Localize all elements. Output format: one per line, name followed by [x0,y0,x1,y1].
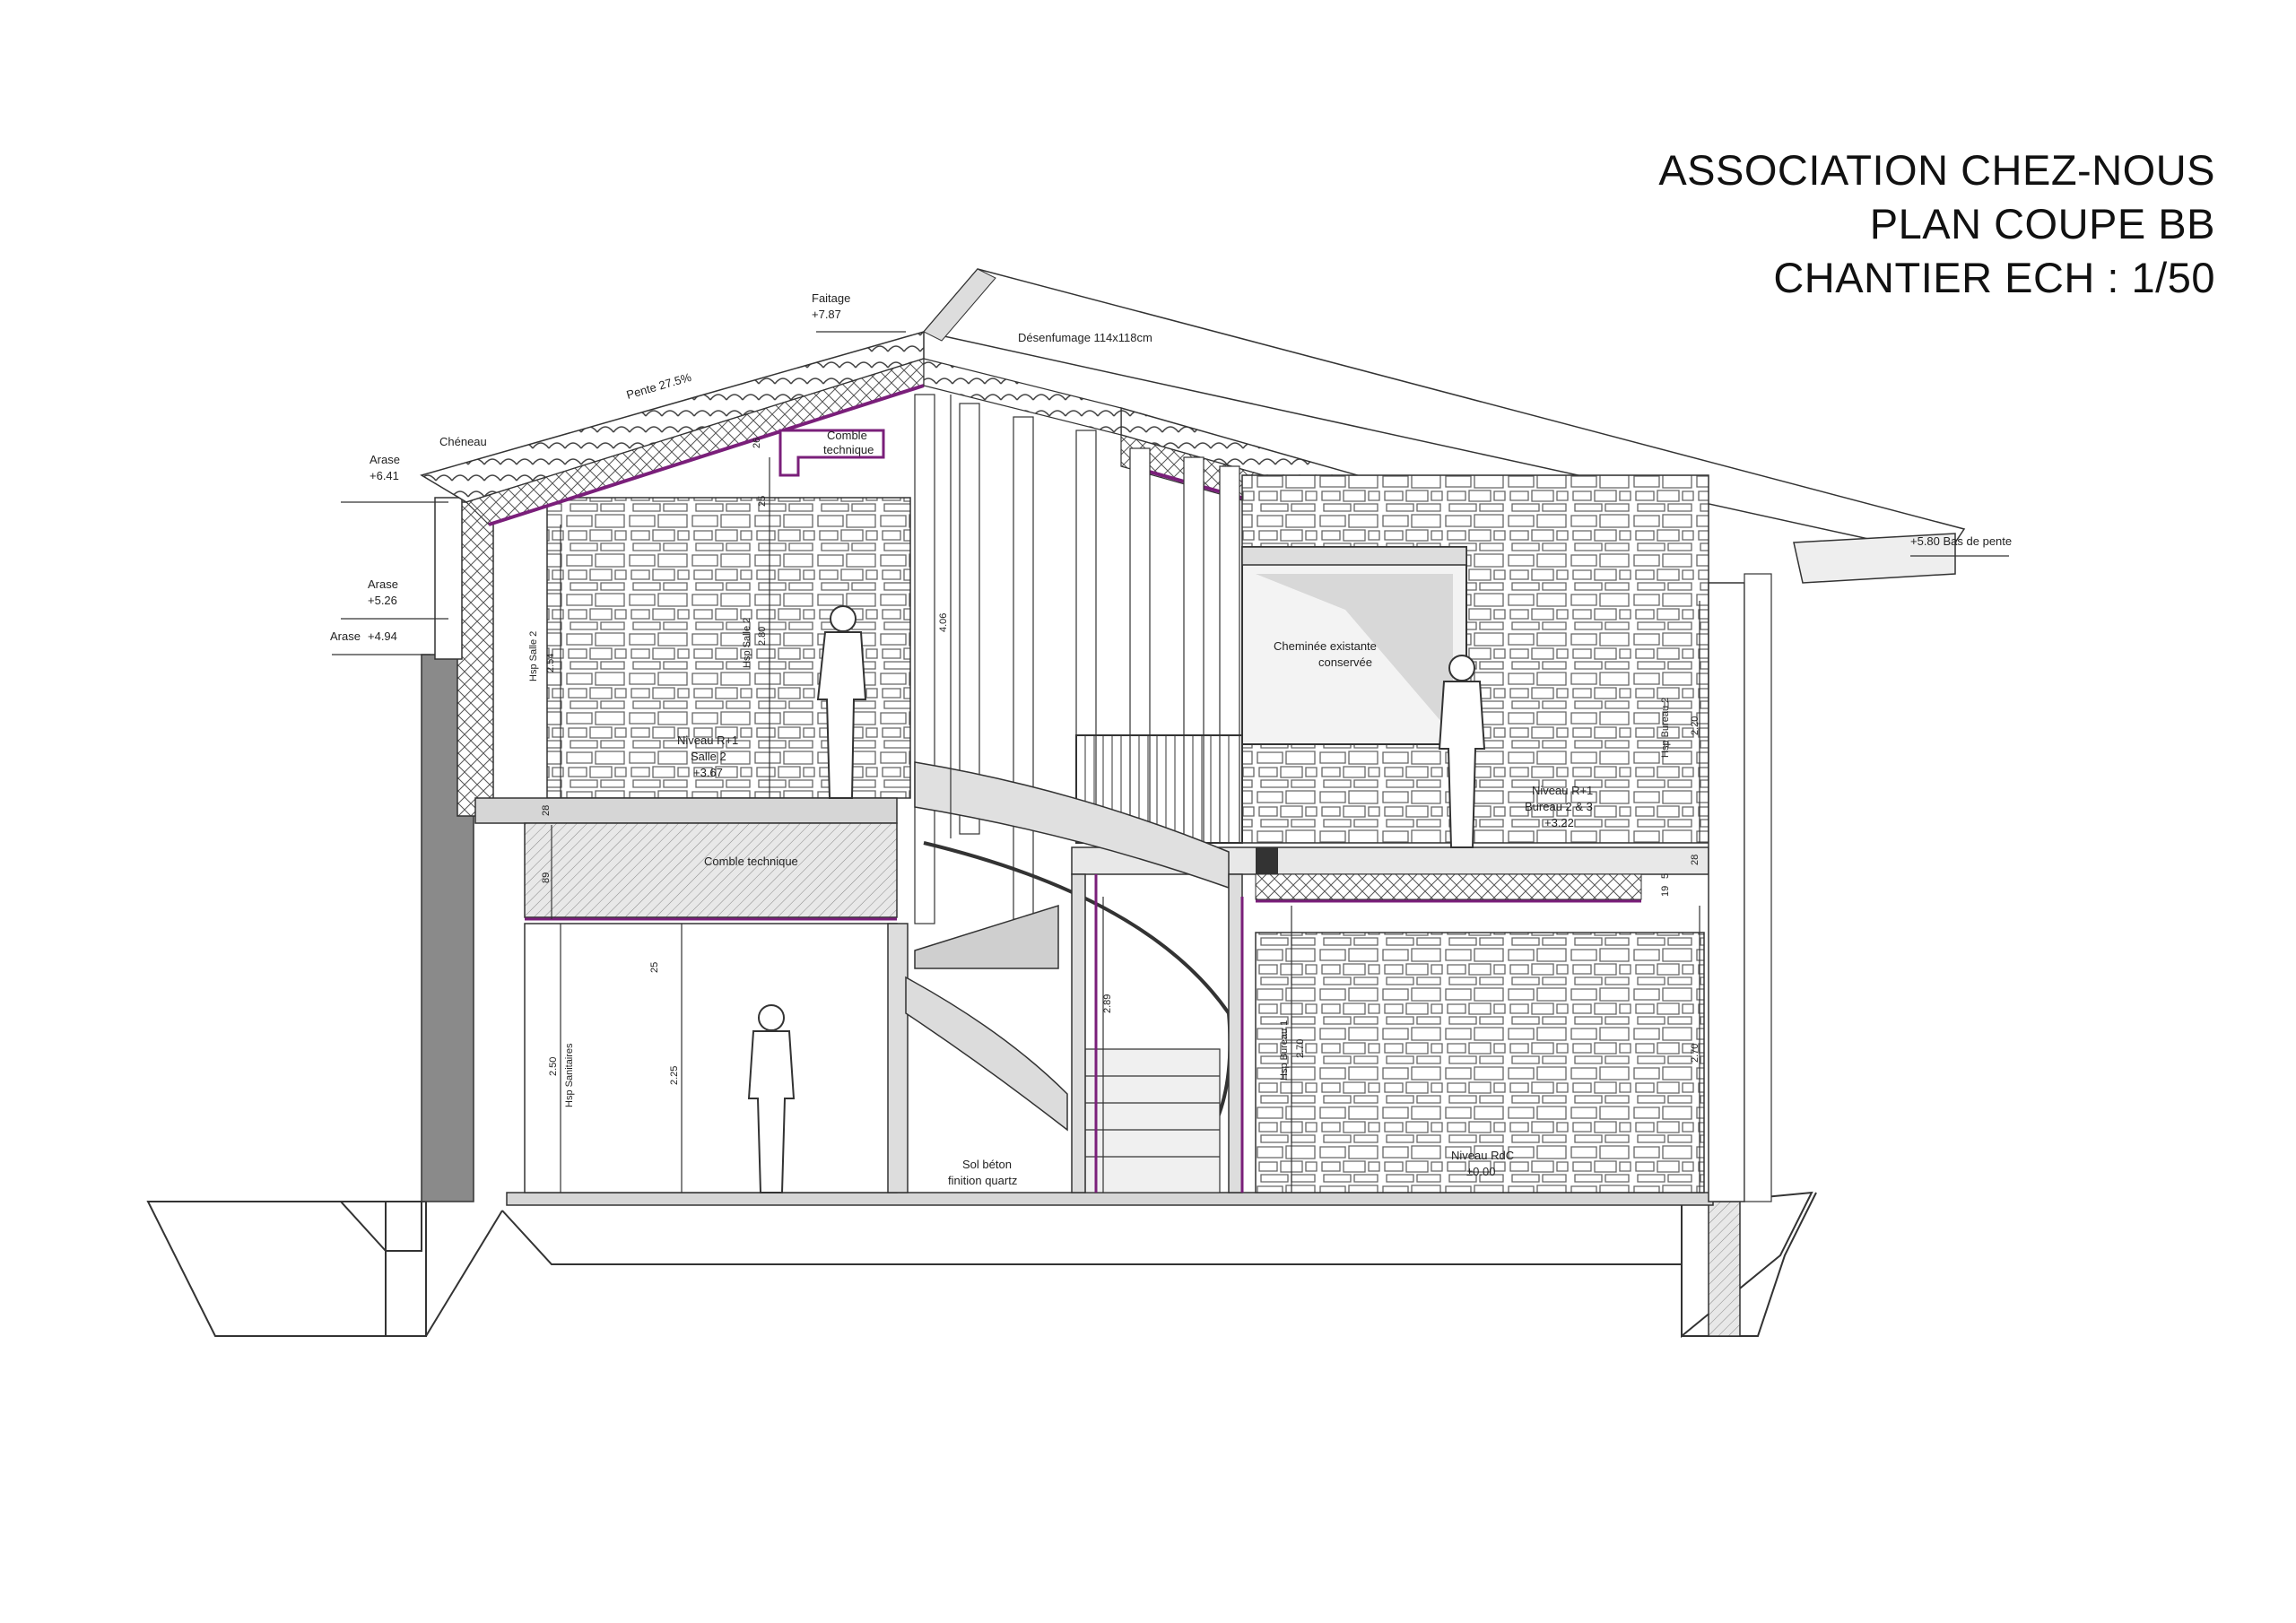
arase3-label: Arase [330,629,361,643]
salle2-floor [474,797,898,824]
comble-mid-label: Comble technique [704,855,798,868]
hsp-sanitaires-val: 2.50 [548,1057,559,1076]
dim-19: 19 [1660,886,1671,897]
title-block: ASSOCIATION CHEZ-NOUS PLAN COUPE BB CHAN… [1658,143,2215,305]
cheminee-hood [1241,546,1467,566]
arase2-value: +5.26 [368,594,397,607]
stair-enclosure-right [1228,873,1243,1193]
pente-label: Pente 27.5% [625,370,693,402]
niveau-bureau-line3: +3.22 [1544,816,1574,829]
title-scale: CHANTIER ECH : 1/50 [1773,254,2215,301]
sol-beton-line1: Sol béton [962,1158,1012,1171]
dim-5: 5 [1660,873,1671,879]
hsp-salle2-a-val: 2.54 [545,654,556,673]
right-cladding [1744,573,1772,1202]
hsp-bureau1: Hsp Bureau 1 [1279,1020,1290,1081]
arase2-label: Arase [368,577,398,591]
dimension-lines [551,395,1700,1193]
niveau-bureau-line1: Niveau R+1 [1532,784,1593,797]
dim-26: 26 [752,438,762,448]
niveau-rdc-line2: ±0.00 [1466,1165,1495,1178]
hsp-sanitaires: Hsp Sanitaires [564,1043,575,1107]
title-plan: PLAN COUPE BB [1869,200,2215,247]
dim-89: 89 [541,872,552,883]
arase1-value: +6.41 [370,469,399,482]
human-figure-bureau [1438,655,1486,848]
desenfumage-label: Désenfumage 114x118cm [1018,331,1152,344]
stair-enclosure-left [1071,873,1086,1193]
arase3-value: +4.94 [368,629,397,643]
comble-technique-top [778,429,885,477]
niveau-salle2-line3: +3.67 [693,766,723,779]
roof-left [420,331,925,526]
dim-25-mid: 25 [649,962,660,973]
arase1-label: Arase [370,453,400,466]
dim-406: 4.06 [938,613,949,632]
niveau-salle2-line1: Niveau R+1 [677,733,738,747]
faitage-label: Faitage [812,291,850,305]
title-association: ASSOCIATION CHEZ-NOUS [1658,146,2215,194]
dim-28-left: 28 [541,805,552,816]
dim-225: 2.25 [669,1066,680,1085]
level-markers [332,331,2009,655]
ground-slab [506,1192,1714,1206]
hsp-salle2-a: Hsp Salle 2 [528,631,539,681]
human-figure-salle2 [816,605,867,799]
right-exterior-wall [1708,582,1745,1202]
hsp-bureau1-val: 2.70 [1295,1039,1306,1058]
ceiling-insulation [1255,873,1642,900]
cheminee-label-1: Cheminée existante [1274,639,1377,653]
comble-technique-mid [524,822,898,918]
niveau-rdc-line1: Niveau RdC [1451,1149,1514,1162]
cheneau-label: Chéneau [439,435,487,448]
dim-25-top: 25 [757,496,768,507]
cheminee-label-2: conservée [1318,655,1372,669]
ground-profile [146,1191,1817,1339]
sanitaires-room [524,923,898,1193]
left-wall-upper [457,501,494,817]
niveau-salle2-line2: Salle 2 [691,750,726,763]
hsp-salle2-b-val: 2.80 [757,627,768,646]
comble-top-label-2: technique [823,443,874,456]
bureau1-stone-wall [1255,932,1705,1193]
bas-pente-label: +5.80 Bas de pente [1910,534,2012,548]
faitage-value: +7.87 [812,308,841,321]
hsp-bureau2: Hsp Bureau 2 [1660,698,1671,758]
dim-289: 2.89 [1102,994,1113,1013]
dim-28-right: 28 [1690,855,1700,865]
sol-beton-line2: finition quartz [948,1174,1017,1187]
dim-270-right: 2.70 [1690,1044,1700,1063]
human-figure-sanitaires [747,1004,796,1193]
niveau-bureau-line2: Bureau 2 & 3 [1525,800,1593,813]
comble-top-label-1: Comble [827,429,867,442]
spiral-stair [905,761,1232,1193]
sanitaires-partition [887,923,909,1193]
left-parapet [434,497,463,660]
hsp-salle2-b: Hsp Salle 2 [742,618,752,668]
hsp-bureau2-val: 2.20 [1690,716,1700,735]
